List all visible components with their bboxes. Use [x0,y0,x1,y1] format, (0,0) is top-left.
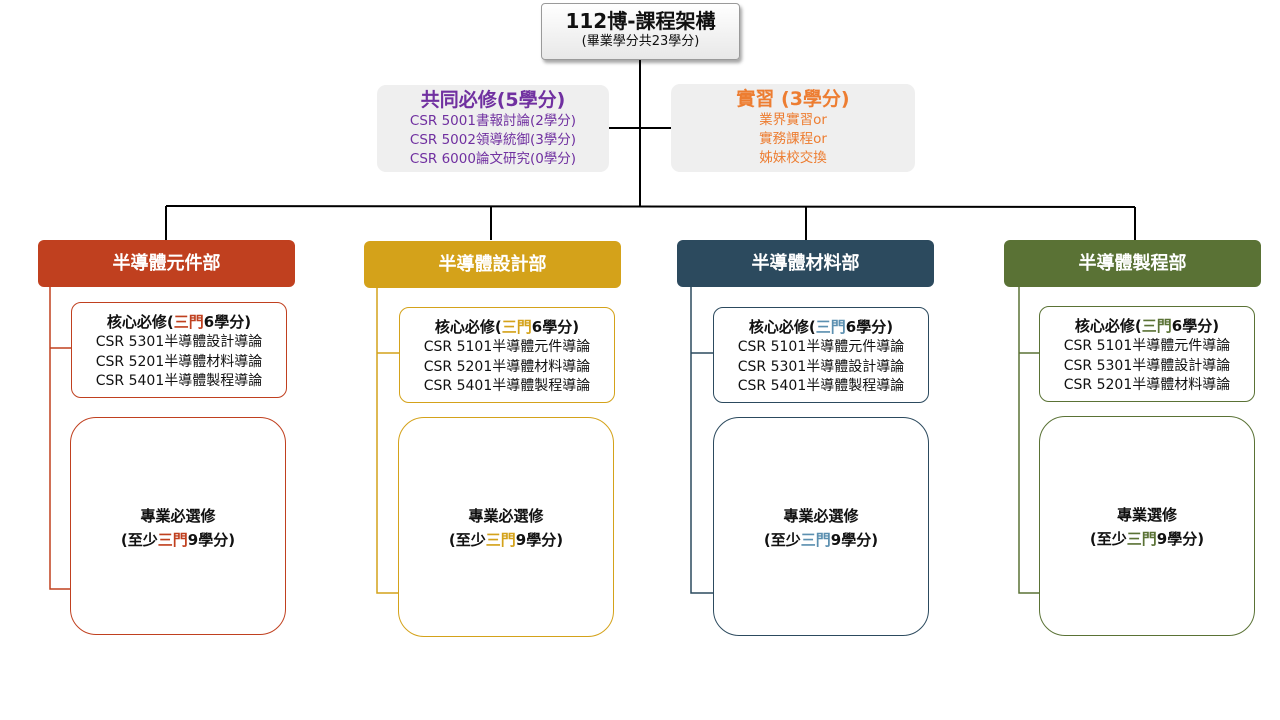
dept-3-elective-box: 專業必選修 (至少三門9學分) [713,417,929,636]
dept-1-header: 半導體元件部 [38,240,295,287]
dept-4-header: 半導體製程部 [1004,240,1261,287]
dept-1-elective-credits: (至少三門9學分) [120,531,236,549]
dept-2-elective-title: 專業必選修 [468,507,544,525]
dept-3-core-course-1: CSR 5101半導體元件導論 [737,339,905,355]
common-course-3: CSR 6000論文研究(0學分) [409,151,577,167]
dept-1-elective-title: 專業必選修 [140,507,216,525]
internship-option-2: 實務課程or [759,131,827,147]
bus-line [165,205,1136,208]
internship-option-1: 業界實習or [759,112,827,128]
internship-box: 實習 (3學分) 業界實習or 實務課程or 姊妹校交換 [671,84,915,172]
dept-3-elective-credits: (至少三門9學分) [763,531,879,549]
dept-2-core-title: 核心必修(三門6學分) [434,318,580,336]
dept-4-bracket [1018,287,1040,594]
dept-2-core-course-1: CSR 5101半導體元件導論 [423,339,591,355]
internship-option-3: 姊妹校交換 [759,150,827,166]
common-course-2: CSR 5002領導統御(3學分) [409,132,577,148]
dept-2-core-course-3: CSR 5401半導體製程導論 [423,378,591,394]
dept-1-core-title: 核心必修(三門6學分) [106,313,252,331]
dept-2-elective-box: 專業必選修 (至少三門9學分) [398,417,614,637]
dept-4-elective-credits: (至少三門9學分) [1089,530,1205,548]
dept-2-bracket [376,287,399,594]
dept-2-core-course-2: CSR 5201半導體材料導論 [423,358,591,375]
dept-4-core-title: 核心必修(三門6學分) [1074,317,1220,335]
dept-1-core-course-1: CSR 5301半導體設計導論 [95,334,263,350]
dept-2-core-box: 核心必修(三門6學分) CSR 5101半導體元件導論 CSR 5201半導體材… [399,307,615,403]
dept-4-core-course-3: CSR 5201半導體材料導論 [1063,377,1231,393]
dept-4-core-course-1: CSR 5101半導體元件導論 [1063,338,1231,354]
dept-3-header: 半導體材料部 [677,240,934,287]
dept-4-core-box: 核心必修(三門6學分) CSR 5101半導體元件導論 CSR 5301半導體設… [1039,306,1255,402]
root-node: 112博-課程架構 (畢業學分共23學分) [541,3,740,60]
dept-3-core-title: 核心必修(三門6學分) [748,318,894,336]
dept-1-core-course-3: CSR 5401半導體製程導論 [95,373,263,389]
dept-1-core-course-2: CSR 5201半導體材料導論 [95,353,263,370]
dept-1-bracket [49,287,72,590]
dept-3-core-course-2: CSR 5301半導體設計導論 [737,358,905,375]
dept-3-bracket [690,287,713,594]
dept-3-elective-title: 專業必選修 [783,507,859,525]
common-course-1: CSR 5001書報討論(2學分) [409,113,577,129]
root-subtitle: (畢業學分共23學分) [581,34,700,49]
internship-title: 實習 (3學分) [736,88,850,110]
root-title: 112博-課程架構 [565,9,716,33]
common-required-box: 共同必修(5學分) CSR 5001書報討論(2學分) CSR 5002領導統御… [377,85,609,172]
dept-3-core-box: 核心必修(三門6學分) CSR 5101半導體元件導論 CSR 5301半導體設… [713,307,929,403]
dept-4-elective-title: 專業選修 [1116,506,1177,524]
dept-2-header: 半導體設計部 [364,241,621,288]
dept-1-core-box: 核心必修(三門6學分) CSR 5301半導體設計導論 CSR 5201半導體材… [71,302,287,398]
dept-1-elective-box: 專業必選修 (至少三門9學分) [70,417,286,635]
dept-4-core-course-2: CSR 5301半導體設計導論 [1063,357,1231,374]
dept-3-core-course-3: CSR 5401半導體製程導論 [737,378,905,394]
dept-4-elective-box: 專業選修 (至少三門9學分) [1039,416,1255,636]
common-required-title: 共同必修(5學分) [420,89,566,111]
dept-2-elective-credits: (至少三門9學分) [448,531,564,549]
